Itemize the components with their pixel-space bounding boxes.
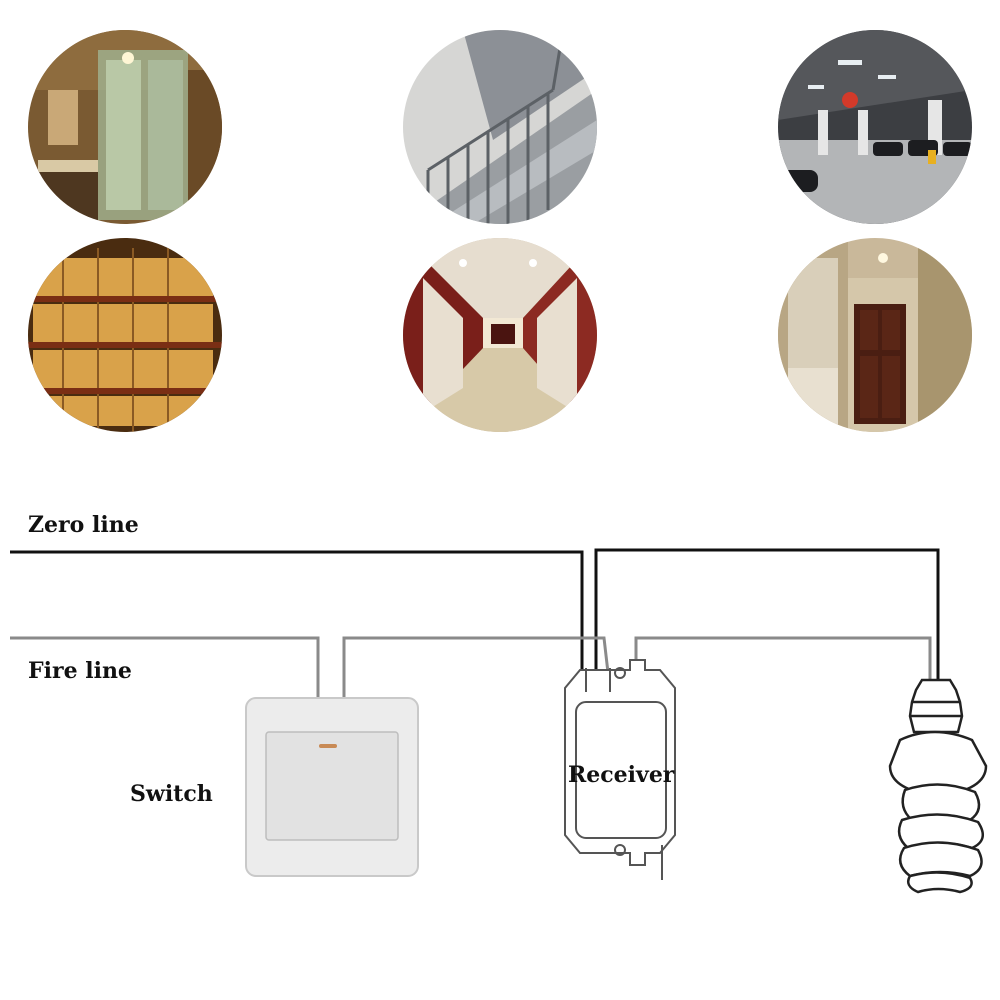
photo-staircase <box>403 30 597 224</box>
bulb-icon <box>888 678 988 894</box>
wall-switch <box>245 697 419 877</box>
zero-line-wire <box>10 548 940 690</box>
receiver-label: Receiver <box>568 762 675 788</box>
photo-bathroom <box>28 30 222 224</box>
switch-label: Switch <box>130 781 213 807</box>
receiver-module <box>564 659 676 880</box>
photo-warehouse <box>28 238 222 432</box>
fire-line-label: Fire line <box>28 658 132 684</box>
fire-line-wire <box>10 636 932 698</box>
photo-hallway-door <box>778 238 972 432</box>
photo-hotel-corridor <box>403 238 597 432</box>
photo-parking-garage <box>778 30 972 224</box>
wiring-diagram <box>10 548 988 894</box>
zero-line-label: Zero line <box>28 512 139 538</box>
